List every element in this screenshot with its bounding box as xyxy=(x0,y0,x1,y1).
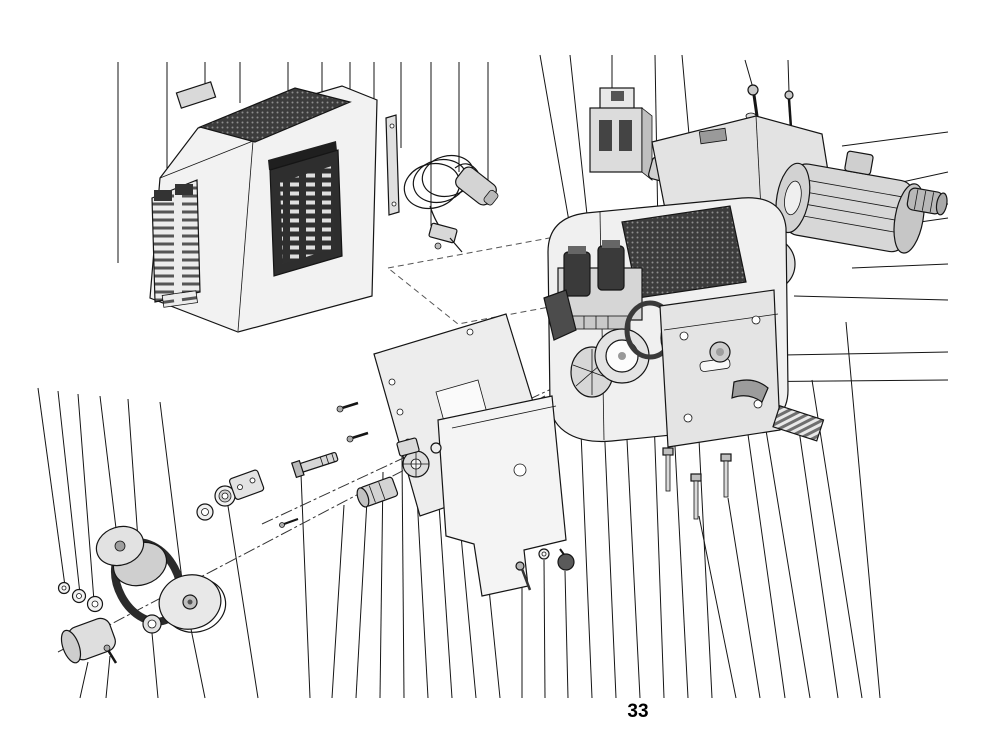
power-switch xyxy=(589,87,653,181)
page-number: 33 xyxy=(627,701,649,722)
drive-pulley xyxy=(95,525,168,587)
ventilation-mesh xyxy=(198,87,352,143)
cap-knob xyxy=(557,548,575,571)
cord-clamp xyxy=(428,222,463,253)
clip-bracket xyxy=(396,437,420,457)
washer xyxy=(430,442,442,454)
mounting-bracket-strip xyxy=(385,114,400,216)
panel-top-band xyxy=(268,141,337,170)
control-panel-keys xyxy=(280,166,335,264)
coupling-sleeve xyxy=(356,476,399,508)
clamp-bracket xyxy=(228,469,265,500)
pump-cylinder xyxy=(60,617,116,664)
handle xyxy=(731,379,769,403)
screw xyxy=(103,644,118,664)
sticker-block xyxy=(154,190,172,201)
screw xyxy=(515,561,532,591)
flywheel xyxy=(158,574,227,633)
warning-label xyxy=(772,405,825,442)
bracket-screws xyxy=(662,447,732,520)
washers xyxy=(57,581,104,613)
power-plug xyxy=(455,166,499,206)
housing-cover xyxy=(149,85,378,333)
elbow-connector xyxy=(543,289,577,341)
support-bracket xyxy=(659,289,781,448)
rating-label xyxy=(175,81,217,109)
screw xyxy=(784,90,794,129)
long-bolt xyxy=(290,451,339,479)
small-screws xyxy=(279,401,369,528)
barcode-strip xyxy=(161,290,198,308)
baffle-plate xyxy=(437,395,567,597)
impeller-hub xyxy=(402,450,430,478)
capacitor xyxy=(844,150,874,176)
motor-shaft-coupling xyxy=(906,187,948,216)
sticker-block xyxy=(175,184,193,195)
solenoid-valve-block xyxy=(557,240,643,330)
